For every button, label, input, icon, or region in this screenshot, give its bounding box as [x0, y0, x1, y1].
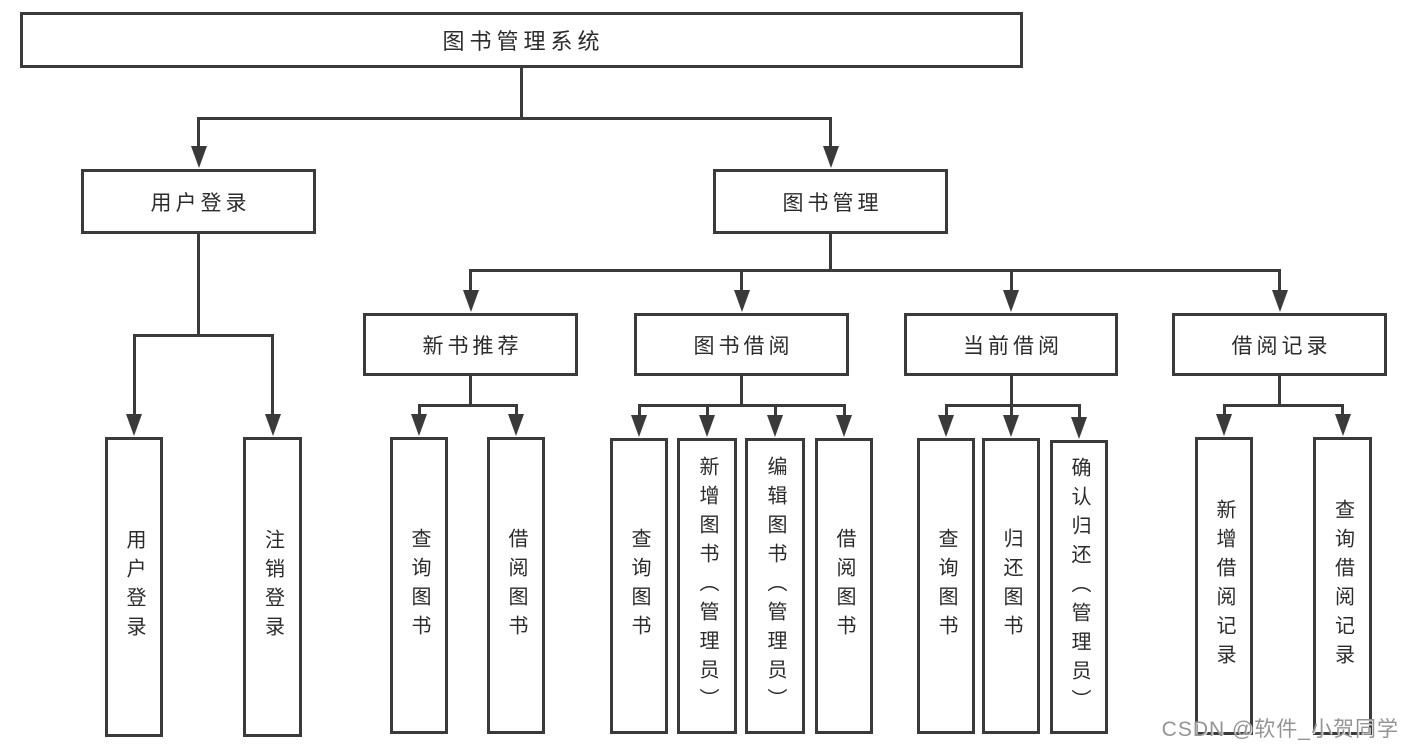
- arrow-down-icon: [508, 414, 524, 436]
- arrow-down-icon: [264, 414, 281, 436]
- connector-line: [829, 118, 832, 148]
- connector-line: [132, 333, 274, 337]
- tree-node-label: 借阅记录: [1231, 334, 1332, 358]
- connector-line: [417, 405, 421, 416]
- arrow-down-icon: [1071, 417, 1087, 439]
- arrow-down-icon: [699, 415, 715, 437]
- connector-line: [469, 375, 472, 407]
- tree-node-label: 用户登录: [123, 529, 145, 645]
- tree-node-cur-borrow: 当前借阅: [904, 313, 1118, 376]
- tree-node-label: 新增图书（管理员）: [696, 455, 718, 717]
- arrow-down-icon: [126, 414, 142, 436]
- arrow-down-icon: [190, 146, 207, 168]
- arrow-down-icon: [1003, 415, 1019, 437]
- tree-node-br-add: 新增借阅记录: [1195, 437, 1253, 735]
- arrow-down-icon: [462, 290, 479, 312]
- connector-line: [842, 405, 846, 417]
- tree-node-label: 图书管理: [782, 191, 883, 215]
- connector-line: [469, 268, 1281, 272]
- arrow-down-icon: [1216, 414, 1232, 436]
- arrow-down-icon: [822, 146, 839, 168]
- tree-node-bb-edit: 编辑图书（管理员）: [745, 438, 805, 734]
- connector-line: [637, 405, 641, 417]
- connector-line: [1341, 405, 1344, 416]
- tree-node-label: 查询图书: [628, 528, 650, 644]
- arrow-down-icon: [836, 415, 852, 437]
- connector-line: [520, 67, 523, 120]
- arrow-down-icon: [411, 414, 427, 436]
- tree-node-label: 借阅图书: [833, 528, 855, 644]
- arrow-down-icon: [733, 290, 750, 312]
- connector-line: [197, 116, 832, 120]
- tree-node-new-book-rec: 新书推荐: [363, 313, 578, 376]
- connector-line: [829, 233, 832, 272]
- tree-node-label: 注销登录: [261, 529, 284, 645]
- tree-node-label: 新书推荐: [422, 334, 523, 358]
- connector-line: [1009, 375, 1013, 407]
- connector-line: [1009, 270, 1013, 292]
- tree-node-cb-confirm: 确认归还（管理员）: [1050, 440, 1108, 734]
- tree-node-bb-query: 查询图书: [610, 438, 668, 734]
- tree-node-nb-borrow: 借阅图书: [487, 437, 545, 734]
- tree-node-label: 用户登录: [150, 191, 251, 215]
- connector-line: [637, 403, 846, 407]
- connector-line: [1222, 405, 1226, 416]
- connector-line: [132, 335, 136, 416]
- connector-line: [271, 335, 274, 416]
- connector-line: [1009, 405, 1013, 417]
- tree-node-label: 编辑图书（管理员）: [764, 455, 786, 717]
- connector-line: [197, 233, 200, 337]
- arrow-down-icon: [631, 415, 647, 437]
- connector-line: [740, 270, 743, 292]
- tree-node-label: 图书管理系统: [442, 29, 605, 54]
- tree-node-borrow-rec: 借阅记录: [1172, 313, 1387, 376]
- watermark: CSDN @软件_小贺同学: [1161, 718, 1399, 741]
- connector-line: [944, 403, 1081, 407]
- connector-line: [1077, 405, 1081, 419]
- arrow-down-icon: [938, 415, 954, 437]
- connector-line: [469, 270, 472, 292]
- tree-node-nb-query: 查询图书: [390, 437, 448, 734]
- tree-node-root: 图书管理系统: [20, 12, 1023, 68]
- tree-node-label: 查询借阅记录: [1331, 499, 1354, 673]
- tree-node-cb-return: 归还图书: [982, 438, 1040, 734]
- tree-node-user-login: 用户登录: [81, 169, 316, 234]
- tree-node-label: 确认归还（管理员）: [1068, 456, 1090, 718]
- connector-line: [417, 403, 518, 407]
- tree-node-label: 新增借阅记录: [1213, 499, 1235, 673]
- tree-node-label: 归还图书: [1000, 528, 1022, 644]
- tree-node-label: 借阅图书: [505, 527, 527, 644]
- arrow-down-icon: [1334, 414, 1351, 436]
- tree-node-label: 当前借阅: [963, 334, 1063, 358]
- connector-line: [514, 405, 518, 416]
- tree-node-logout-v: 注销登录: [243, 437, 302, 737]
- connector-line: [1222, 403, 1344, 407]
- connector-line: [197, 118, 200, 148]
- tree-node-label: 图书借阅: [693, 334, 794, 358]
- connector-line: [705, 405, 709, 417]
- connector-line: [1278, 270, 1281, 292]
- tree-node-bb-add: 新增图书（管理员）: [677, 438, 737, 734]
- tree-node-cb-query: 查询图书: [917, 438, 975, 734]
- tree-node-label: 查询图书: [408, 527, 430, 644]
- tree-node-br-query: 查询借阅记录: [1313, 437, 1372, 735]
- connector-line: [944, 405, 948, 417]
- connector-line: [1278, 375, 1281, 407]
- connector-line: [773, 405, 777, 417]
- tree-node-bb-borrow: 借阅图书: [815, 438, 873, 734]
- tree-node-label: 查询图书: [935, 528, 957, 644]
- tree-node-login-v: 用户登录: [105, 437, 163, 737]
- arrow-down-icon: [1271, 290, 1288, 312]
- tree-node-book-mgmt: 图书管理: [713, 169, 948, 234]
- connector-line: [740, 375, 743, 407]
- arrow-down-icon: [767, 415, 783, 437]
- tree-node-book-borrow: 图书借阅: [634, 313, 849, 376]
- arrow-down-icon: [1003, 290, 1019, 312]
